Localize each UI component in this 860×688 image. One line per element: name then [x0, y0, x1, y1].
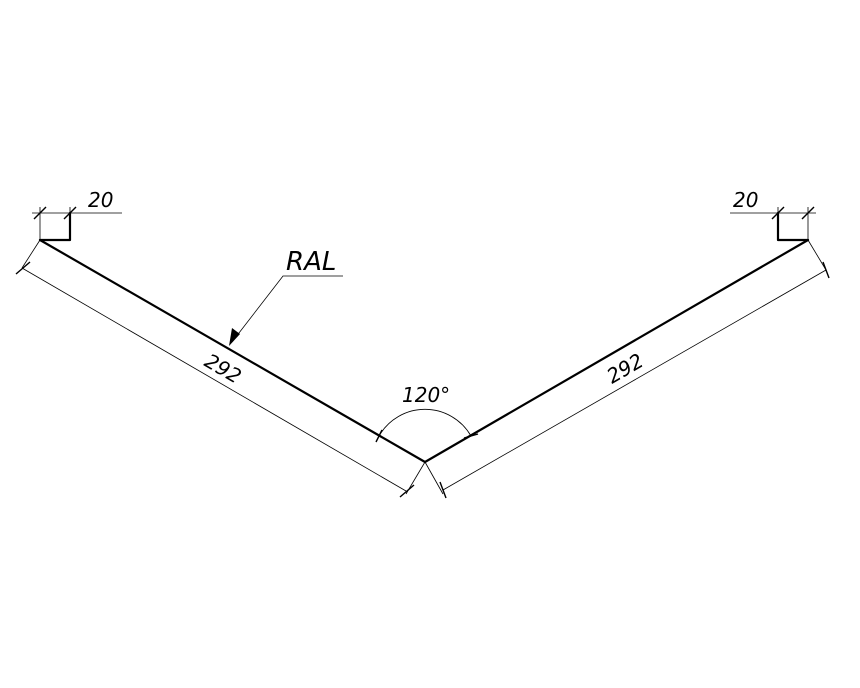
left-hem-length-label: 20: [88, 188, 113, 212]
v-profile: [38, 238, 810, 464]
material-callout: RAL: [229, 247, 343, 346]
left-hem-dimension: 20: [32, 188, 122, 240]
left-segment-dimension: 292: [15, 239, 426, 498]
right-segment-dimension: 292: [424, 239, 830, 499]
right-hem-dimension: 20: [730, 188, 816, 240]
leader-arrowhead: [229, 328, 240, 346]
bend-angle-label: 120°: [402, 383, 450, 407]
right-hem: [776, 211, 810, 242]
profile-outline: [38, 211, 810, 464]
material-callout-label: RAL: [286, 247, 336, 277]
left-hem: [38, 211, 72, 242]
right-hem-length-label: 20: [733, 188, 758, 212]
bend-angle-dimension: 120°: [375, 383, 479, 443]
